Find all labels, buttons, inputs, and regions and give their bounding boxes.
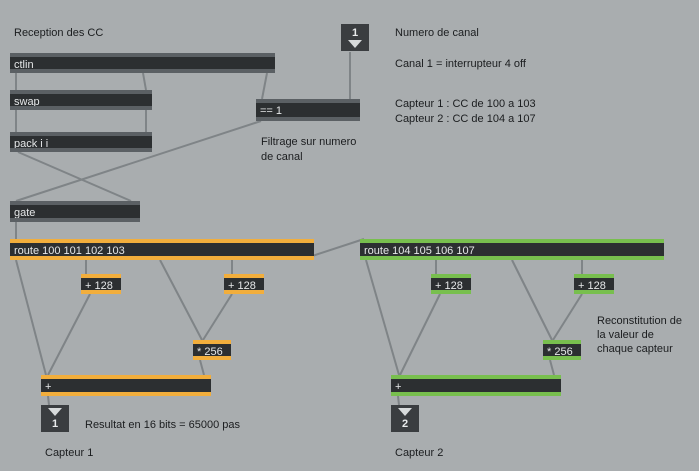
comment-resultat: Resultat en 16 bits = 65000 pas bbox=[85, 419, 241, 431]
cord-p128a-add[interactable] bbox=[47, 293, 91, 376]
mul256-object-a[interactable]: * 256 bbox=[193, 340, 231, 360]
cord-pack-gate[interactable] bbox=[17, 151, 132, 202]
plus128-object-a[interactable]: + 128 bbox=[81, 274, 121, 294]
ctlin-object[interactable]: ctlin bbox=[10, 53, 275, 73]
add-object-a[interactable]: + bbox=[41, 375, 211, 396]
comment-reconst-2: la valeur de bbox=[597, 329, 654, 341]
route-object-capteur1[interactable]: route 100 101 102 103 bbox=[10, 239, 314, 260]
comment-capteur1: Capteur 1 bbox=[45, 447, 94, 459]
cord-r2-out0[interactable] bbox=[365, 259, 400, 376]
cord-route1-route2[interactable] bbox=[305, 238, 365, 259]
output-number-box-capteur2[interactable]: 2 bbox=[391, 405, 419, 432]
cord-addb-out[interactable] bbox=[397, 395, 400, 406]
cord-p128b-mul[interactable] bbox=[202, 293, 233, 341]
cord-mul-add[interactable] bbox=[199, 359, 205, 376]
plus128-object-d[interactable]: + 128 bbox=[574, 274, 614, 294]
comment-reconst-3: chaque capteur bbox=[597, 343, 673, 355]
triangle-down-icon bbox=[398, 408, 412, 416]
cord-p128c-add[interactable] bbox=[399, 293, 441, 376]
output-number-value-capteur2: 2 bbox=[401, 418, 409, 430]
cord-mul-b-add[interactable] bbox=[549, 359, 555, 376]
comment-filtrage-2: de canal bbox=[261, 151, 303, 163]
triangle-down-icon bbox=[348, 40, 362, 48]
gate-object[interactable]: gate bbox=[10, 201, 140, 222]
equals-one-object[interactable]: == 1 bbox=[256, 99, 360, 121]
comment-capteur2-cc: Capteur 2 : CC de 104 a 107 bbox=[395, 113, 536, 125]
cord-r2-out2[interactable] bbox=[511, 259, 553, 341]
output-number-value-capteur1: 1 bbox=[51, 418, 59, 430]
comment-capteur2: Capteur 2 bbox=[395, 447, 444, 459]
cord-adda-out[interactable] bbox=[47, 395, 50, 406]
swap-object[interactable]: swap bbox=[10, 90, 152, 110]
comment-reconst-1: Reconstitution de bbox=[597, 315, 682, 327]
cord-p128d-mul[interactable] bbox=[552, 293, 583, 341]
plus128-object-c[interactable]: + 128 bbox=[431, 274, 471, 294]
comment-capteur1-cc: Capteur 1 : CC de 100 a 103 bbox=[395, 98, 536, 110]
cord-r1-out2[interactable] bbox=[159, 259, 203, 341]
route-object-capteur2[interactable]: route 104 105 106 107 bbox=[360, 239, 664, 260]
triangle-down-icon bbox=[48, 408, 62, 416]
comment-canal1: Canal 1 = interrupteur 4 off bbox=[395, 58, 526, 70]
add-object-b[interactable]: + bbox=[391, 375, 561, 396]
output-number-box-capteur1[interactable]: 1 bbox=[41, 405, 69, 432]
cord-ctlin-eq[interactable] bbox=[261, 72, 268, 100]
channel-number-box[interactable]: 1 bbox=[341, 24, 369, 51]
comment-reception: Reception des CC bbox=[14, 27, 104, 39]
cord-ctlin-swap-right[interactable] bbox=[142, 72, 147, 91]
cord-eq-gate[interactable] bbox=[15, 120, 262, 202]
pack-object[interactable]: pack i i bbox=[10, 132, 152, 152]
cord-r1-out0[interactable] bbox=[15, 259, 47, 376]
plus128-object-b[interactable]: + 128 bbox=[224, 274, 264, 294]
mul256-object-b[interactable]: * 256 bbox=[543, 340, 581, 360]
cord-group bbox=[15, 52, 583, 406]
comment-filtrage-1: Filtrage sur numero bbox=[261, 136, 357, 148]
channel-number-value: 1 bbox=[351, 27, 359, 39]
comment-numero-canal: Numero de canal bbox=[395, 27, 479, 39]
